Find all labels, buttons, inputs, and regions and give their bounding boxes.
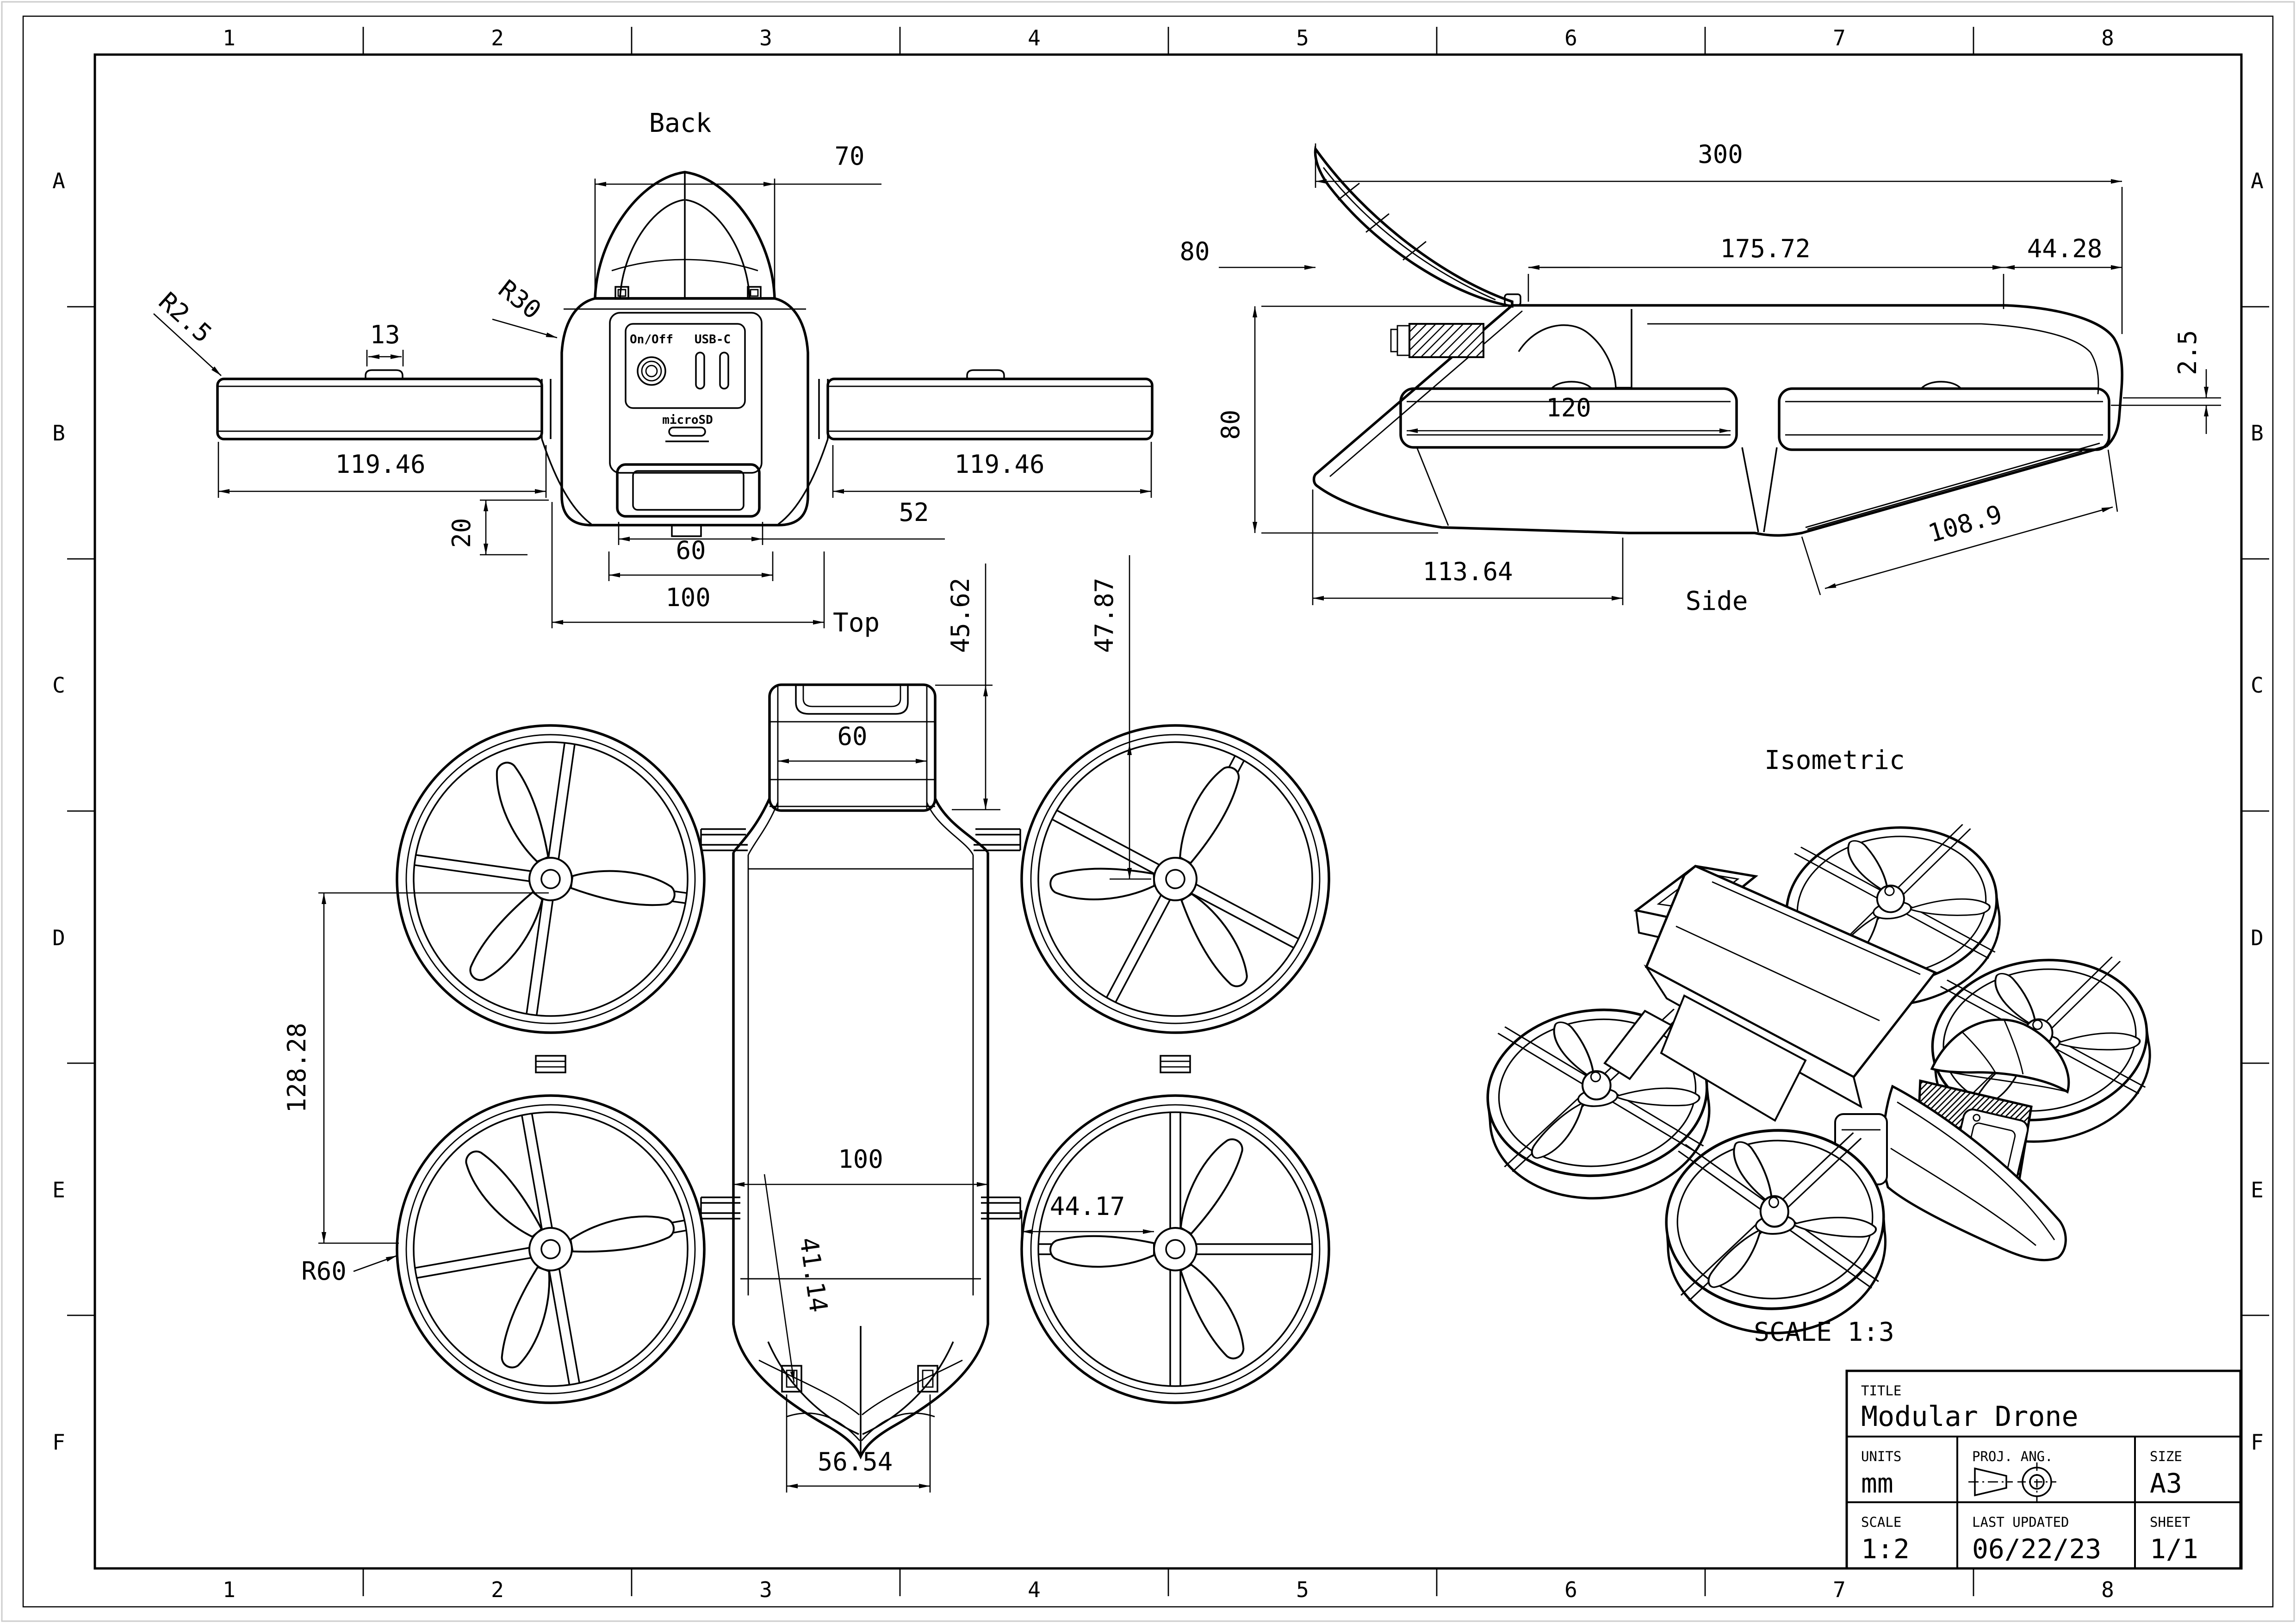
isometric-scale-note: SCALE 1:3 [1754,1317,1894,1347]
zone-row-left-D: D [52,925,65,950]
top-view: 45.62 47.87 60 100 128.28 41.14 44.17 [282,555,1383,1493]
dim-top-4787: 47.87 [1090,578,1119,653]
dim-top-5654: 56.54 [818,1447,893,1476]
dim-top-60: 60 [837,722,867,751]
third-angle-projection-icon [1968,1462,2056,1501]
dim-side-17572: 175.72 [1720,234,1810,263]
zone-row-right-B: B [2251,421,2264,446]
titleblock-sheet-label: SHEET [2150,1514,2190,1530]
zone-col-bot-6: 6 [1564,1577,1577,1602]
titleblock-updated-label: LAST UPDATED [1972,1514,2069,1530]
port-label-microsd: microSD [662,413,713,427]
titleblock-updated: 06/22/23 [1972,1533,2101,1565]
titleblock-size-label: SIZE [2150,1449,2182,1464]
dim-back-100: 100 [665,583,711,612]
zone-columns: 1 2 3 4 5 6 7 8 1 2 3 4 5 6 7 8 [223,25,2114,1602]
dim-top-r60: R60 [301,1257,347,1286]
dim-side-80-top: 80 [1179,237,1210,266]
dim-top-4417: 44.17 [1050,1192,1125,1221]
titleblock-scale-label: SCALE [1861,1514,1901,1530]
zone-row-left-C: C [52,673,65,698]
titleblock-proj-label: PROJ. ANG. [1972,1449,2053,1464]
titleblock-scale: 1:2 [1861,1533,1910,1565]
zone-col-top-5: 5 [1296,25,1309,50]
dim-side-80-height: 80 [1216,409,1245,440]
zone-rows: A B C D E F A B C D E F [52,168,2264,1455]
dim-back-52: 52 [899,498,929,527]
side-view-label: Side [1686,586,1748,616]
top-view-dimensions: 45.62 47.87 60 100 128.28 41.14 44.17 [282,555,1154,1493]
zone-col-bot-4: 4 [1028,1577,1041,1602]
titleblock-units: mm [1861,1468,1893,1499]
dim-top-4562: 45.62 [946,578,975,653]
dim-side-4428: 44.28 [2027,234,2103,263]
side-view-geometry [1312,145,2123,537]
top-view-geometry [372,671,1383,1460]
isometric-label: Isometric [1764,745,1905,775]
usbc-port-icon [695,352,705,390]
dim-back-20: 20 [447,518,476,548]
dim-side-11364: 113.64 [1422,557,1513,586]
microsd-slot-icon [668,427,706,437]
zone-row-right-D: D [2251,925,2264,950]
dim-back-13: 13 [370,320,400,349]
titleblock-sheet: 1/1 [2150,1533,2198,1565]
zone-col-top-6: 6 [1564,25,1577,50]
zone-row-right-E: E [2251,1177,2264,1202]
dim-side-300: 300 [1698,140,1743,169]
zone-col-top-4: 4 [1028,25,1041,50]
dim-back-60: 60 [676,536,706,565]
zone-row-left-A: A [52,168,65,193]
zone-col-top-2: 2 [491,25,504,50]
back-view-label: Back [649,108,712,138]
dim-back-11946-left: 119.46 [335,450,425,479]
onoff-button-icon [637,356,666,386]
zone-row-right-F: F [2251,1430,2264,1455]
title-block: TITLE Modular Drone UNITS mm PROJ. ANG. … [1845,1369,2242,1570]
titleblock-title: Modular Drone [1861,1400,2079,1433]
zone-col-top-1: 1 [223,25,236,50]
zone-ticks [67,27,2269,1596]
titleblock-size: A3 [2150,1468,2182,1499]
back-view-geometry: On/Off USB-C microSD [216,171,1154,537]
dim-top-100: 100 [838,1145,883,1174]
zone-row-left-E: E [52,1177,65,1202]
dim-back-70: 70 [834,142,864,171]
zone-row-right-A: A [2251,168,2264,193]
isometric-view: Isometric [1479,745,2160,1347]
port-label-onoff: On/Off [630,333,673,347]
zone-col-top-3: 3 [759,25,772,50]
zone-col-bot-7: 7 [1833,1577,1846,1602]
isometric-geometry [1479,814,2160,1340]
zone-col-bot-5: 5 [1296,1577,1309,1602]
zone-col-bot-2: 2 [491,1577,504,1602]
zone-col-top-7: 7 [1833,25,1846,50]
titleblock-title-label: TITLE [1861,1383,1901,1399]
usbc-port2-icon [719,352,729,390]
dim-side-120: 120 [1546,393,1591,422]
top-view-label: Top [833,608,880,638]
zone-row-right-C: C [2251,673,2264,698]
dim-back-11946-right: 119.46 [954,450,1044,479]
zone-row-left-B: B [52,421,65,446]
dim-top-12828: 128.28 [282,1022,311,1113]
zone-col-bot-1: 1 [223,1577,236,1602]
port-label-usbc: USB-C [695,333,731,347]
titleblock-units-label: UNITS [1861,1449,1901,1464]
zone-col-top-8: 8 [2101,25,2114,50]
zone-row-left-F: F [52,1430,65,1455]
zone-col-bot-8: 8 [2101,1577,2114,1602]
zone-col-bot-3: 3 [759,1577,772,1602]
dim-side-25: 2.5 [2173,330,2202,375]
